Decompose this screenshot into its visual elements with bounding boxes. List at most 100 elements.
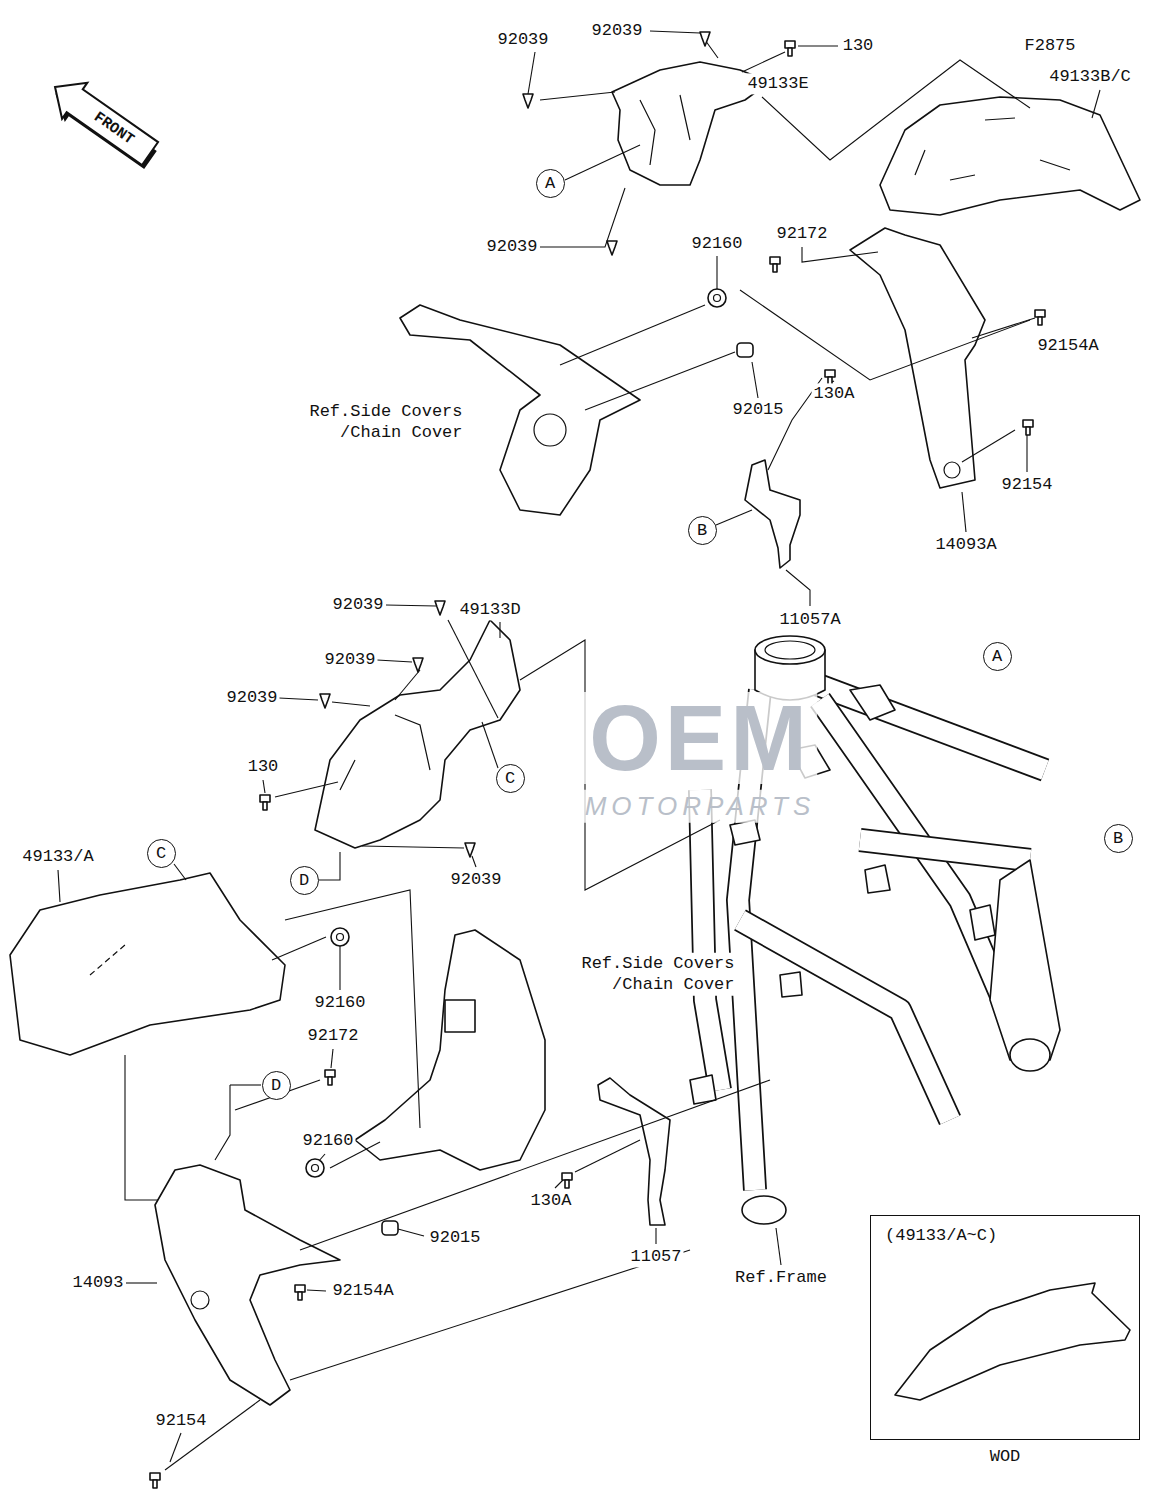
part-number: F2875 [1022,35,1077,56]
part-number: 92039 [495,29,550,50]
leader-line [655,1228,656,1244]
fastener [260,795,270,810]
cowl-bracket [155,1165,340,1405]
leader-line [555,1180,563,1188]
fastener [413,658,423,672]
fastener [562,1173,572,1188]
reference-circle: A [536,169,565,198]
fastener [465,843,475,857]
frame-tube [700,790,720,1090]
leader-line [798,45,838,46]
part-number: 49133/A [20,846,95,867]
leader-line [300,1080,770,1250]
leader-line [575,1140,640,1172]
leader-line [307,1290,326,1291]
leader-line [332,702,370,706]
side-cover [355,930,545,1170]
frame-bracket [865,865,890,893]
reference-circle: C [496,764,525,793]
watermark: MOTORPARTS [583,790,818,823]
reference-letter: D [271,1076,281,1095]
leader-line [58,870,60,902]
part-number: 49133D [457,599,522,620]
part-number: 92154 [999,474,1054,495]
pivot-boss [1010,1039,1050,1071]
leader-line [540,92,615,100]
bracket [745,460,800,568]
leader-line [272,937,326,960]
leader-line [331,1049,333,1068]
inset-box: (49133/A~C)WOD [870,1215,1140,1440]
leader-line [716,510,752,525]
leader-line [1026,432,1027,472]
leader-line [398,1229,424,1236]
part-number: 92039 [484,236,539,257]
reference-note: Ref.Frame [733,1267,829,1288]
leader-line [962,430,1015,462]
part-number: 14093A [933,534,998,555]
leader-line [776,1228,781,1265]
part-number: 49133B/C [1047,66,1133,87]
head-pipe-bore [765,641,815,659]
reference-note: Ref.Side Covers /Chain Cover [296,401,465,444]
reference-letter: B [697,521,707,540]
leader-line [472,856,476,867]
reference-circle: D [290,866,319,895]
fastener [150,1473,160,1488]
part-number: 130A [529,1190,574,1211]
reference-circle: B [688,516,717,545]
leader-line [802,247,878,262]
reference-letter: A [545,174,555,193]
side-cowl-detail [90,945,125,975]
frame-tube-end [742,1196,786,1224]
fastener [306,1159,324,1177]
part-number: 49133E [745,73,810,94]
part-number: 92015 [730,399,785,420]
reference-letter: B [1113,829,1123,848]
front-arrow: FRONT [41,68,169,177]
fastener [770,257,780,272]
part-number: 92039 [589,20,644,41]
frame-tube [860,840,1030,860]
part-number: 92039 [322,649,377,670]
leader-line [279,698,318,700]
reference-letter: D [299,871,309,890]
leader-line [362,846,464,848]
leader-line [972,318,1035,338]
leader-line [285,890,420,1128]
part-number: 130 [246,756,281,777]
inner-cowl [315,620,520,848]
leader-line [395,670,420,700]
leader-line [482,722,498,768]
leader-line [650,31,718,58]
fastener [607,241,617,255]
frame-bracket [780,972,802,997]
leader-line [339,945,340,990]
leader-line [125,1055,158,1200]
leader-line [565,145,640,180]
part-number: 92154 [153,1410,208,1431]
part-number: 92039 [330,594,385,615]
inset-title: (49133/A~C) [885,1226,997,1245]
fastener [708,289,726,307]
part-number: 92154A [1035,335,1100,356]
frame-bracket [730,820,760,845]
leader-line [263,780,265,793]
part-number: 92160 [300,1130,355,1151]
leader-line [499,622,500,638]
leader-line [740,290,1030,380]
fastener [331,928,349,946]
part-number: 92015 [427,1227,482,1248]
fastener [320,694,330,708]
fastener [435,601,445,615]
upper-cowl-detail [915,118,1070,180]
frame-bracket [850,685,895,720]
bracket [598,1078,670,1225]
leader-line [319,852,340,880]
leader-line [290,1250,690,1380]
leader-line [1092,90,1100,118]
watermark: OEM [583,692,817,784]
side-cover-hole [534,414,566,446]
fastener [1035,310,1045,325]
